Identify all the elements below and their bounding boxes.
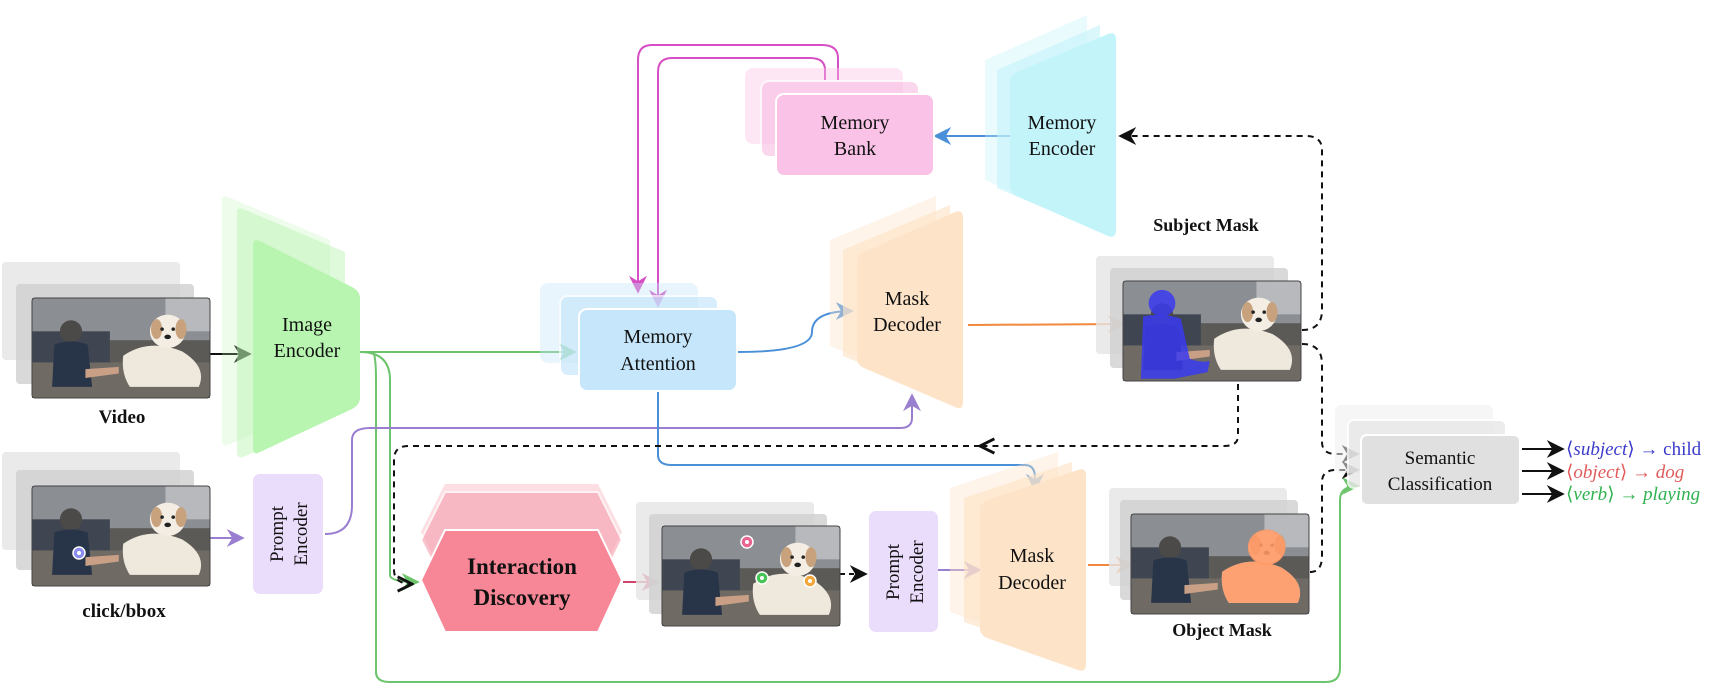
interaction-discovery-label-1: Interaction bbox=[467, 554, 577, 579]
prompt-encoder-label-1: Prompt bbox=[267, 505, 288, 562]
prompt-encoder-2-block bbox=[869, 511, 938, 632]
verb-value-text: playing bbox=[1641, 484, 1700, 505]
connectors bbox=[193, 44, 1565, 683]
memory-attention-block bbox=[578, 308, 738, 392]
subject-mask-label: Subject Mask bbox=[1153, 215, 1259, 235]
object-output: ⟨object⟩ → dog bbox=[1566, 462, 1684, 483]
interaction-discovery-block bbox=[419, 529, 624, 633]
click-frame-image bbox=[32, 486, 210, 586]
arrow-bank-to-attention-1 bbox=[629, 44, 839, 294]
mask-decoder-2-label-2: Decoder bbox=[998, 572, 1066, 594]
object-mask-label: Object Mask bbox=[1172, 620, 1271, 640]
arrow-subject-to-memory-encoder bbox=[1118, 127, 1323, 331]
interaction-discovery-label-2: Discovery bbox=[473, 585, 571, 610]
subject-output: ⟨subject⟩ → child bbox=[1566, 439, 1702, 460]
memory-encoder-label-1: Memory bbox=[1028, 112, 1097, 134]
memory-attention-label-2: Attention bbox=[620, 353, 696, 375]
arrow-subject-to-interaction-b bbox=[393, 445, 980, 584]
semantic-label-1: Semantic bbox=[1405, 448, 1476, 469]
object-value-text: dog bbox=[1656, 462, 1685, 483]
arrow-bank-to-attention-2 bbox=[649, 57, 826, 308]
prompt-encoder-block bbox=[253, 474, 323, 594]
verb-role-text: verb bbox=[1573, 484, 1607, 505]
image-encoder-block bbox=[253, 240, 360, 454]
object-role-text: object bbox=[1573, 462, 1620, 483]
image-encoder: Image Encoder bbox=[222, 196, 360, 458]
interaction-discovery: Interaction Discovery bbox=[419, 484, 624, 633]
semantic-classification-block bbox=[1360, 434, 1521, 506]
video-frame-image bbox=[32, 298, 210, 398]
mask-decoder-2-label-1: Mask bbox=[1010, 545, 1054, 567]
mask-decoder-2: Mask Decoder bbox=[950, 452, 1086, 671]
subject-mask-image bbox=[1123, 281, 1301, 381]
prompt-encoder-right: Prompt Encoder bbox=[869, 511, 938, 632]
memory-attention-label-1: Memory bbox=[624, 326, 693, 348]
memory-encoder-block bbox=[1010, 33, 1116, 237]
prompt-encoder-2-label-2: Encoder bbox=[907, 540, 928, 604]
mask-decoder-1-label-1: Mask bbox=[885, 288, 929, 310]
arrow-encoder-to-interaction bbox=[359, 351, 420, 591]
arrow-subject-to-semantic bbox=[1301, 343, 1360, 463]
memory-bank: Memory Bank bbox=[745, 68, 935, 177]
mask-decoder-1: Mask Decoder bbox=[830, 196, 963, 409]
candidate-frames bbox=[636, 502, 841, 627]
object-mask-image bbox=[1131, 514, 1309, 614]
memory-encoder: Memory Encoder bbox=[985, 15, 1116, 237]
arrow-encoder-to-semantic bbox=[371, 351, 1360, 683]
image-encoder-label-1: Image bbox=[282, 314, 332, 336]
subject-value-text: child bbox=[1663, 439, 1701, 460]
semantic-label-2: Classification bbox=[1388, 474, 1493, 495]
prompt-encoder-2-label-1: Prompt bbox=[883, 543, 904, 600]
verb-output: ⟨verb⟩ → playing bbox=[1566, 484, 1700, 505]
video-frames: Video bbox=[2, 262, 211, 428]
prompt-encoder-left: Prompt Encoder bbox=[253, 474, 323, 594]
memory-encoder-label-2: Encoder bbox=[1029, 138, 1096, 160]
memory-bank-label-1: Memory bbox=[821, 112, 890, 134]
arrow-prompt-to-decoder bbox=[324, 393, 921, 535]
arrow-attention-to-decoder2 bbox=[657, 392, 1044, 492]
mask-decoder-1-block bbox=[857, 211, 963, 409]
arrow-object-to-semantic bbox=[1309, 461, 1360, 573]
arrow-attention-to-decoder bbox=[737, 302, 854, 353]
subject-mask-frames: Subject Mask bbox=[1096, 215, 1302, 382]
prompt-encoder-label-2: Encoder bbox=[291, 502, 312, 566]
semantic-classification: Semantic Classification bbox=[1335, 405, 1521, 506]
click-frames: click/bbox bbox=[2, 452, 211, 622]
memory-bank-block bbox=[775, 93, 935, 177]
click-bbox-label: click/bbox bbox=[82, 601, 166, 622]
memory-attention: Memory Attention bbox=[540, 283, 738, 392]
mask-decoder-2-block bbox=[980, 469, 1086, 671]
memory-bank-label-2: Bank bbox=[834, 138, 876, 160]
object-mask-frames: Object Mask bbox=[1109, 488, 1310, 640]
mask-decoder-1-label-2: Decoder bbox=[873, 314, 941, 336]
image-encoder-label-2: Encoder bbox=[274, 340, 341, 362]
subject-role-text: subject bbox=[1573, 439, 1628, 460]
video-label: Video bbox=[99, 407, 146, 428]
output-triplets: ⟨subject⟩ → child ⟨object⟩ → dog ⟨verb⟩ … bbox=[1566, 439, 1702, 505]
arrow-subject-to-interaction-a bbox=[980, 384, 1239, 446]
